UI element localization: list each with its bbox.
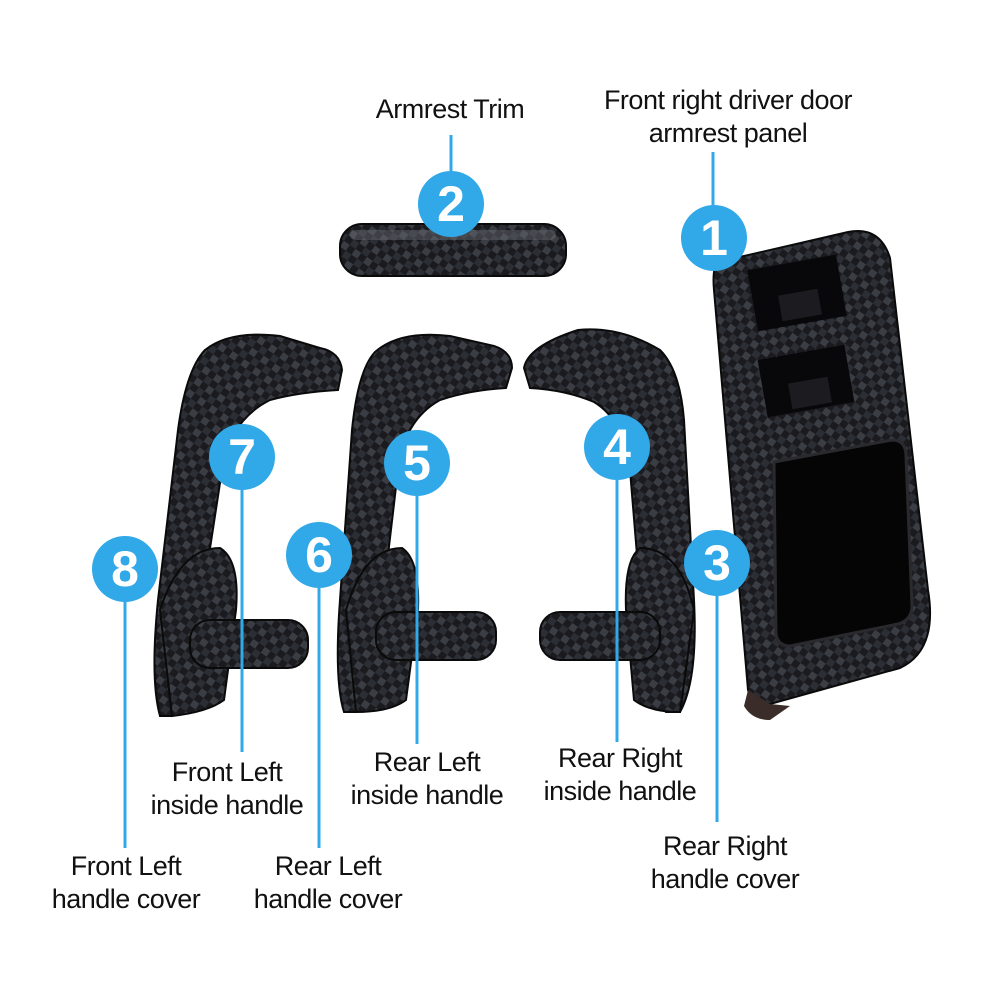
badge-6: 6 bbox=[286, 522, 352, 588]
badge-3: 3 bbox=[684, 530, 750, 596]
label-part-5-line-1: Rear Left bbox=[373, 747, 481, 777]
label-part-1-line-1: Front right driver door bbox=[603, 85, 853, 115]
label-part-3-line-1: Rear Right bbox=[662, 831, 788, 861]
armrest-panel-part bbox=[712, 230, 932, 720]
label-part-6-line-2: handle cover bbox=[253, 884, 403, 914]
badge-4: 4 bbox=[584, 414, 650, 480]
label-part-4-line-2: inside handle bbox=[543, 776, 697, 806]
label-part-6-line-1: Rear Left bbox=[274, 851, 382, 881]
badge-8: 8 bbox=[92, 536, 158, 602]
label-part-6: Rear Left handle cover bbox=[236, 850, 420, 916]
badge-7: 7 bbox=[209, 424, 275, 490]
label-part-8-line-2: handle cover bbox=[51, 884, 201, 914]
label-part-5: Rear Left inside handle bbox=[332, 746, 522, 812]
label-part-2: Armrest Trim bbox=[350, 93, 550, 126]
label-part-1: Front right driver door armrest panel bbox=[578, 84, 878, 150]
badge-5: 5 bbox=[384, 430, 450, 496]
label-part-8: Front Left handle cover bbox=[34, 850, 218, 916]
rear-right-handle-part bbox=[522, 328, 696, 714]
label-part-4-line-1: Rear Right bbox=[557, 743, 683, 773]
label-part-3: Rear Right handle cover bbox=[630, 830, 820, 896]
badge-2: 2 bbox=[418, 171, 484, 237]
label-part-1-line-2: armrest panel bbox=[648, 118, 808, 148]
label-part-7-line-1: Front Left bbox=[171, 757, 283, 787]
label-part-4: Rear Right inside handle bbox=[526, 742, 714, 808]
leader-lines bbox=[123, 135, 719, 848]
label-part-7: Front Left inside handle bbox=[132, 756, 322, 822]
label-part-5-line-2: inside handle bbox=[350, 780, 504, 810]
front-left-handle-part bbox=[153, 333, 344, 718]
label-part-2-line-1: Armrest Trim bbox=[375, 94, 525, 124]
label-part-8-line-1: Front Left bbox=[70, 851, 182, 881]
badge-1: 1 bbox=[681, 205, 747, 271]
label-part-7-line-2: inside handle bbox=[150, 790, 304, 820]
label-part-3-line-2: handle cover bbox=[650, 864, 800, 894]
rear-left-handle-part bbox=[336, 333, 514, 714]
